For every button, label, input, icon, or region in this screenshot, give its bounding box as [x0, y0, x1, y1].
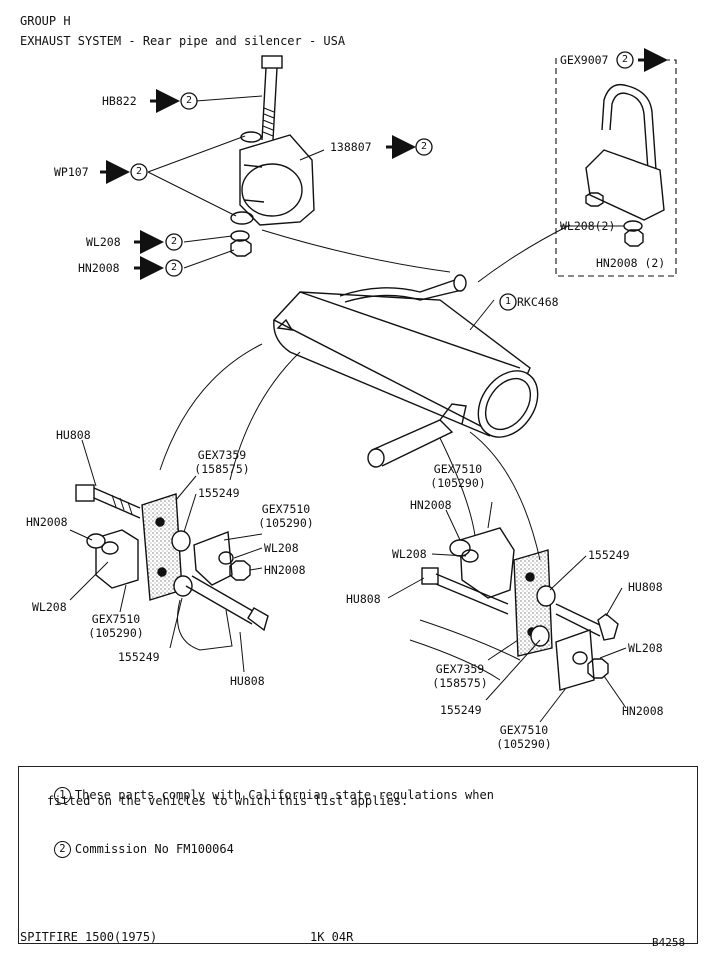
ref-mark-1: 1 — [504, 296, 512, 307]
ref-mark-2: 2 — [135, 166, 143, 177]
right-mount-assembly — [409, 527, 619, 691]
label-wl208: WL208 — [264, 541, 299, 555]
washer-wp107-lower — [230, 211, 254, 225]
label-wl208: WL208 — [392, 547, 427, 561]
washer-wp107-upper — [240, 131, 262, 143]
label-138807: 138807 — [330, 140, 372, 154]
bolt-hb822 — [261, 55, 283, 141]
label-gex7359: GEX7359 (158575) — [194, 448, 250, 476]
label-hu808: HU808 — [628, 580, 663, 594]
u-clamp-gex9007 — [585, 83, 665, 221]
label-155249: 155249 — [588, 548, 630, 562]
label-gex7359: GEX7359 (158575) — [432, 662, 488, 690]
ref-mark-2: 2 — [621, 54, 629, 65]
clamp-138807 — [239, 134, 315, 226]
commission-ref-circle — [180, 92, 198, 110]
note-1-mark: 1 — [53, 787, 71, 804]
page-title: EXHAUST SYSTEM - Rear pipe and silencer … — [20, 34, 346, 48]
commission-ref-circle — [415, 138, 433, 156]
label-wl208: WL208 — [628, 641, 663, 655]
california-ref-circle — [499, 293, 517, 311]
label-155249: 155249 — [440, 703, 482, 717]
commission-ref-circle — [130, 163, 148, 181]
label-wl208: WL208 — [86, 235, 121, 249]
label-wl208-2: WL208(2) — [560, 219, 616, 233]
label-hu808: HU808 — [230, 674, 265, 688]
label-155249: 155249 — [118, 650, 160, 664]
footer-page: 1K 04R — [310, 930, 354, 944]
commission-ref-circle — [616, 51, 634, 69]
commission-ref-circle — [165, 233, 183, 251]
label-hn2008: HN2008 — [410, 498, 452, 512]
label-155249: 155249 — [198, 486, 240, 500]
note-1-line2: fitted on the vehicles to which this lis… — [47, 794, 409, 808]
label-gex7510: GEX7510 (105290) — [496, 723, 552, 751]
label-hn2008-2: HN2008 (2) — [596, 256, 666, 270]
note-2-text: Commission No FM100064 — [74, 842, 234, 856]
label-wp107: WP107 — [54, 165, 89, 179]
footer-model: SPITFIRE 1500(1975) — [20, 930, 158, 944]
nut-hn2008-2 — [624, 229, 644, 247]
label-hn2008: HN2008 — [26, 515, 68, 529]
silencer-rkc468 — [272, 274, 539, 468]
label-hu808: HU808 — [56, 428, 91, 442]
label-hn2008: HN2008 — [622, 704, 664, 718]
ref-mark-2: 2 — [420, 141, 428, 152]
ref-mark-2: 2 — [170, 262, 178, 273]
footer-ref: B4258 — [652, 936, 686, 949]
label-gex7510: GEX7510 (105290) — [430, 462, 486, 490]
label-hn2008: HN2008 — [264, 563, 306, 577]
label-gex7510: GEX7510 (105290) — [258, 502, 314, 530]
group-heading: GROUP H — [20, 14, 71, 28]
commission-ref-circle — [165, 259, 183, 277]
label-rkc468: RKC468 — [517, 295, 559, 309]
left-mount-assembly — [75, 484, 269, 651]
ref-mark-2: 2 — [185, 95, 193, 106]
ref-mark-2: 2 — [170, 236, 178, 247]
note-1-line1: These parts comply with Californian stat… — [74, 788, 494, 802]
label-hn2008: HN2008 — [78, 261, 120, 275]
gex9007-callout-box — [555, 58, 677, 277]
label-wl208: WL208 — [32, 600, 67, 614]
label-gex9007: GEX9007 — [560, 53, 609, 67]
nut-hn2008-top — [230, 239, 252, 257]
label-hb822: HB822 — [102, 94, 137, 108]
label-gex7510: GEX7510 (105290) — [88, 612, 144, 640]
nut-gex9007-left — [585, 192, 604, 207]
note-2-mark: 2 — [53, 841, 71, 858]
label-hu808: HU808 — [346, 592, 381, 606]
